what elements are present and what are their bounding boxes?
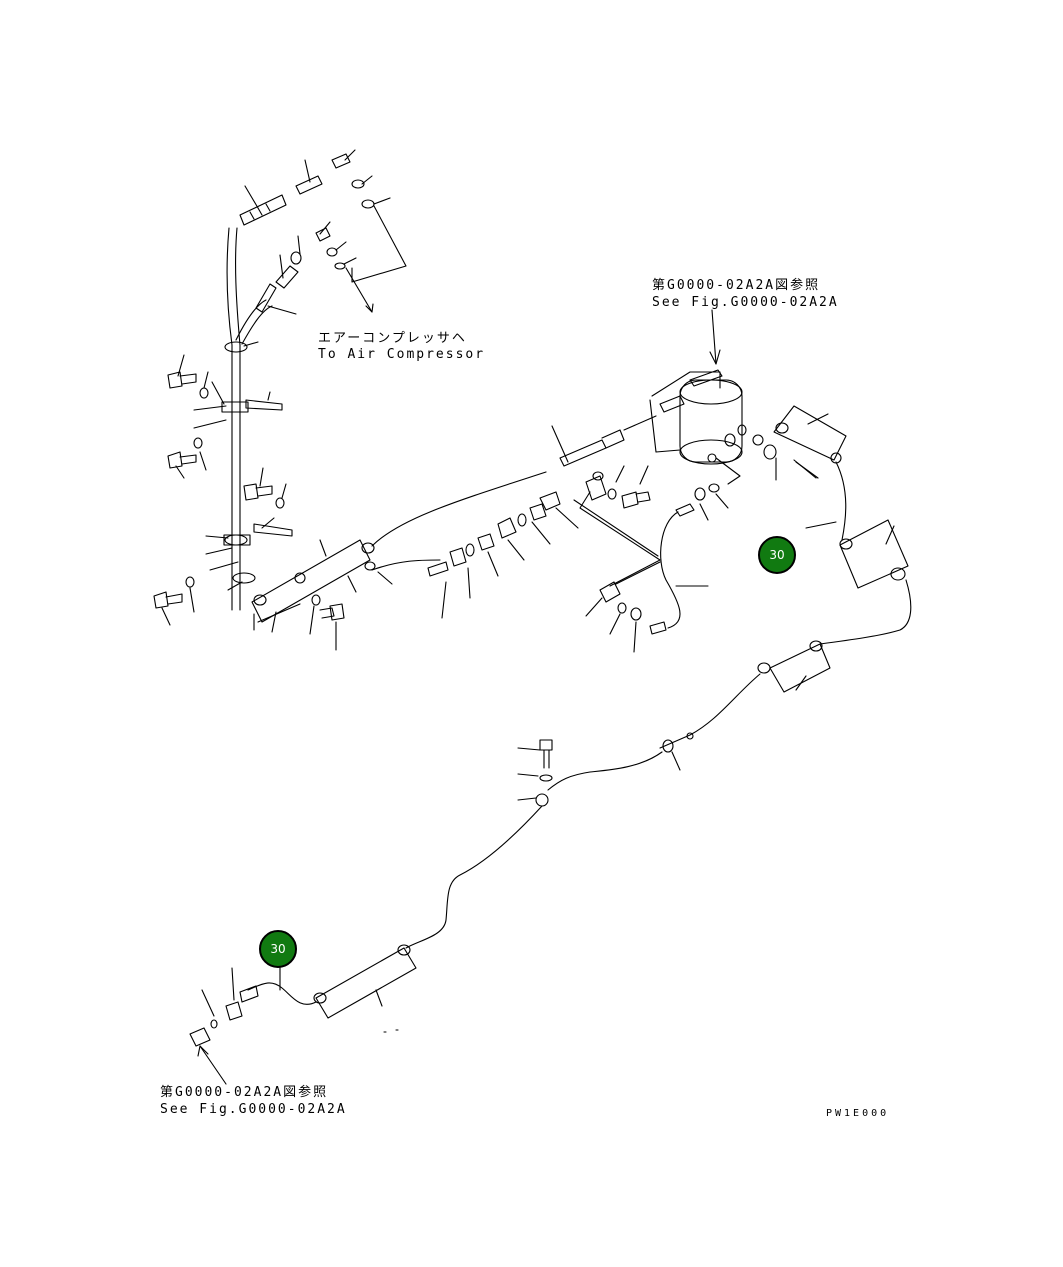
reference-top-en: See Fig.G0000-02A2A [652,295,839,310]
hose-to-tank [551,415,657,467]
main-hose-right [547,461,912,791]
clamp-block-top-right [773,405,847,481]
reference-top-jp: 第G0000-02A2A図参照 [652,278,821,293]
left-bolts [153,354,345,651]
callout-badge-30-upper[interactable]: 30 [758,536,796,574]
bottom-fittings [189,967,243,1085]
middle-fittings [441,465,661,619]
reference-bottom-en: See Fig.G0000-02A2A [160,1102,347,1117]
clamp-block-left [251,539,393,623]
left-pipe-assembly [221,227,293,611]
main-hose-lower [239,805,543,1033]
mid-bolt-group [517,739,553,807]
drawing-code: PW1E000 [826,1108,890,1119]
callout-badge-30-lower[interactable]: 30 [259,930,297,968]
air-tank [649,309,777,485]
air-compressor-label-en: To Air Compressor [318,347,486,362]
air-compressor-label-jp: エアーコンプレッサヘ [318,331,467,346]
return-hose [585,483,729,653]
leader-lines-top [243,149,407,347]
reference-bottom-jp: 第G0000-02A2A図参照 [160,1085,329,1100]
main-hose-upper [371,471,547,577]
top-fittings [239,153,375,313]
